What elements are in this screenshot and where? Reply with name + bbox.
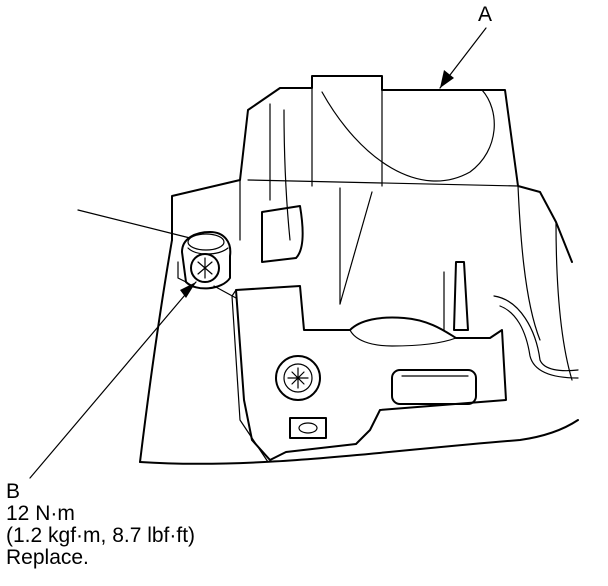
reference-line — [77, 209, 191, 239]
mounting-bracket — [231, 285, 507, 463]
torque-spec: 12 N·m — [6, 502, 75, 525]
rounded-cover — [321, 89, 495, 182]
leader-line-b — [29, 281, 197, 479]
callout-label-b: B — [6, 480, 21, 503]
torque-spec-alt-units: (1.2 kgf·m, 8.7 lbf·ft) — [6, 524, 196, 547]
bracket-screw — [275, 355, 321, 401]
callout-label-a: A — [478, 3, 493, 26]
replace-note: Replace. — [6, 546, 89, 569]
inner-recess — [261, 187, 579, 379]
bolt-b — [177, 231, 237, 299]
housing-outline — [139, 75, 579, 465]
leader-line-a — [439, 27, 487, 89]
